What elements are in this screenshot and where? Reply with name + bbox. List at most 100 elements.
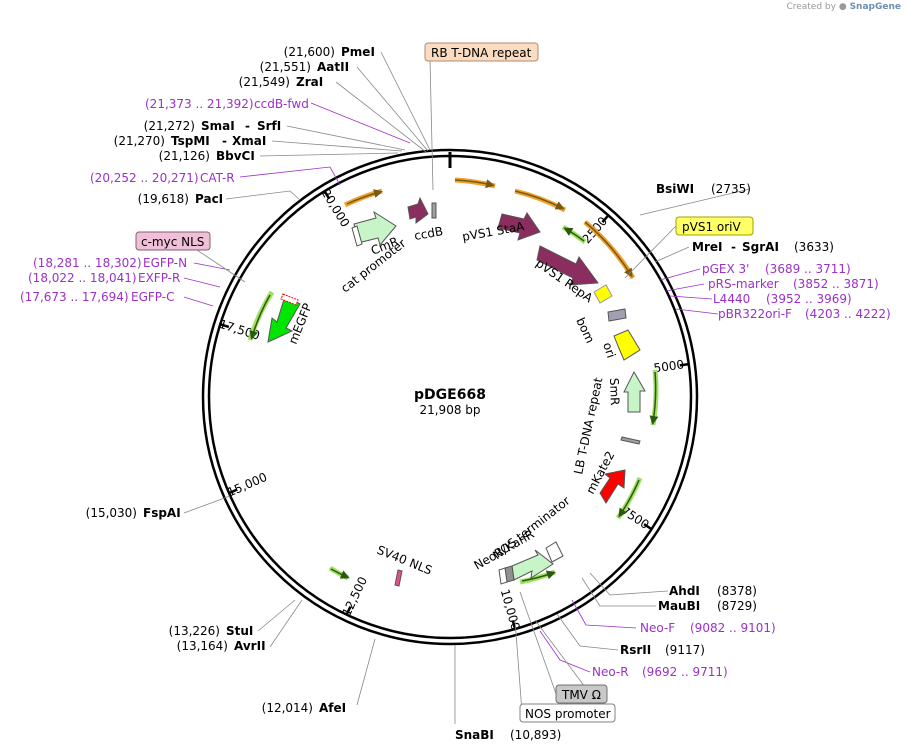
ruler-tick-label: 12,500 xyxy=(339,574,370,618)
feature-sv40-nls xyxy=(394,569,403,587)
ruler-tick xyxy=(323,190,331,200)
enzyme-pmei: PmeI xyxy=(341,45,375,59)
primers: (21,373 .. 21,392) ccdB-fwd (20,252 .. 2… xyxy=(20,97,891,679)
primer-ccdb-fwd: ccdB-fwd xyxy=(254,97,309,111)
feature-nos-promoter xyxy=(498,567,508,585)
ruler-tick-label: 20,000 xyxy=(319,186,353,229)
svg-text:-: - xyxy=(245,119,250,133)
primer-pgex: pGEX 3' xyxy=(702,262,749,276)
feature-bom xyxy=(607,308,627,322)
svg-text:(2735): (2735) xyxy=(711,182,751,196)
svg-text:(21,126): (21,126) xyxy=(159,149,210,163)
ruler-tick xyxy=(679,362,689,367)
box-cmyc-nls: c-myc NLS xyxy=(141,235,204,249)
feature-pvs1-stab xyxy=(497,212,541,241)
feature-megfp xyxy=(267,295,301,343)
feature-arrows xyxy=(247,177,659,585)
feature-oriv-box xyxy=(593,284,613,304)
svg-text:(21,549): (21,549) xyxy=(239,75,290,89)
credit-brand: SnapGene xyxy=(849,2,901,12)
enzyme-srfi: SrfI xyxy=(257,119,281,133)
svg-text:(4203 .. 4222): (4203 .. 4222) xyxy=(805,307,891,321)
enzyme-bsiwi: BsiWI xyxy=(656,182,694,196)
feature-cat-promoter xyxy=(351,225,363,247)
primer-prs-marker: pRS-marker xyxy=(708,277,779,291)
ruler-tick xyxy=(511,620,517,630)
svg-text:(12,014): (12,014) xyxy=(262,701,313,715)
primer-neo-r: Neo-R xyxy=(592,665,629,679)
svg-text:(3852 .. 3871): (3852 .. 3871) xyxy=(793,277,879,291)
primer-egfp-n: EGFP-N xyxy=(143,256,187,270)
svg-text:-: - xyxy=(731,240,736,254)
label-smr: SmR xyxy=(607,378,622,406)
enzyme-tspmi: TspMI xyxy=(171,134,210,148)
enzyme-avrii: AvrII xyxy=(234,639,266,653)
box-nos-promoter: NOS promoter xyxy=(525,707,611,721)
leader-lines xyxy=(181,51,751,724)
feature-neor-kanr xyxy=(511,549,554,581)
primer-egfp-c: EGFP-C xyxy=(131,290,174,304)
ruler-tick xyxy=(643,523,653,531)
snapgene-credit: Created by ● SnapGene xyxy=(786,2,901,12)
enzymes-right: BsiWI (2735) MreI - SgrAI (3633) AhdI (8… xyxy=(620,182,834,657)
ruler-tick xyxy=(228,488,238,495)
feature-ccdb xyxy=(407,196,429,224)
enzyme-bbvci: BbvCI xyxy=(216,149,255,163)
svg-text:(9692 .. 9711): (9692 .. 9711) xyxy=(642,665,728,679)
svg-text:-: - xyxy=(222,134,227,148)
enzyme-rsrii: RsrII xyxy=(620,643,651,657)
box-pvs1-oriv: pVS1 oriV xyxy=(682,220,742,234)
ruler-tick xyxy=(345,606,352,616)
enzyme-ahdi: AhdI xyxy=(669,584,700,598)
feature-ori xyxy=(613,329,641,361)
enzyme-sgrai: SgrAI xyxy=(742,240,779,254)
svg-text:(19,618): (19,618) xyxy=(138,192,189,206)
svg-text:(21,373 .. 21,392): (21,373 .. 21,392) xyxy=(145,97,254,111)
svg-text:(18,022 .. 18,041): (18,022 .. 18,041) xyxy=(28,271,137,285)
ruler-tick xyxy=(219,323,230,329)
enzyme-mrei: MreI xyxy=(692,240,722,254)
feature-cmyc-nls-box xyxy=(280,293,299,306)
svg-text:(3633): (3633) xyxy=(794,240,834,254)
primer-l4440: L4440 xyxy=(713,292,750,306)
feature-pvs1-repa xyxy=(536,245,599,286)
svg-text:(13,164): (13,164) xyxy=(177,639,228,653)
svg-text:(21,272): (21,272) xyxy=(144,119,195,133)
feature-nos-terminator xyxy=(545,541,564,563)
feature-mkate2 xyxy=(599,469,626,504)
ruler-tick-label: 15,000 xyxy=(225,470,269,500)
enzyme-aatii: AatII xyxy=(317,60,349,74)
svg-text:(21,600): (21,600) xyxy=(284,45,335,59)
label-ori: ori xyxy=(600,341,618,360)
backbone xyxy=(201,148,699,646)
label-pvs1-stab: pVS1 StaA xyxy=(461,219,526,244)
label-ccdb: ccdB xyxy=(413,224,444,243)
svg-text:(8729): (8729) xyxy=(717,599,757,613)
label-bom: bom xyxy=(573,315,597,345)
enzyme-xmai: XmaI xyxy=(232,134,266,148)
boxed-labels: RB T-DNA repeat pVS1 oriV c-myc NLS TMV … xyxy=(135,42,754,723)
svg-text:(8378): (8378) xyxy=(717,584,757,598)
plasmid-name: pDGE668 xyxy=(414,387,486,403)
label-sv40-nls: SV40 NLS xyxy=(375,543,434,578)
ruler-tick xyxy=(601,214,610,223)
plasmid-length: 21,908 bp xyxy=(419,403,480,417)
feature-lb-tdna xyxy=(620,436,641,445)
svg-text:(9117): (9117) xyxy=(665,643,705,657)
primer-pbr322ori-f: pBR322ori-F xyxy=(718,307,792,321)
features xyxy=(267,196,646,587)
primer-cat-r: CAT-R xyxy=(200,171,235,185)
enzymes-left: (21,600) PmeI (21,551) AatII (21,549) Zr… xyxy=(86,45,562,742)
primer-neo-f: Neo-F xyxy=(640,621,675,635)
box-rb-tdna: RB T-DNA repeat xyxy=(431,46,532,60)
svg-text:(9082 .. 9101): (9082 .. 9101) xyxy=(690,621,776,635)
svg-text:(21,551): (21,551) xyxy=(260,60,311,74)
box-tmv: TMV Ω xyxy=(561,688,601,702)
feature-smr xyxy=(623,370,646,413)
svg-text:(21,270): (21,270) xyxy=(114,134,165,148)
svg-text:(17,673 .. 17,694): (17,673 .. 17,694) xyxy=(20,290,129,304)
primer-exfp-r: EXFP-R xyxy=(138,271,180,285)
enzyme-stui: StuI xyxy=(226,624,253,638)
enzyme-paci: PacI xyxy=(195,192,223,206)
